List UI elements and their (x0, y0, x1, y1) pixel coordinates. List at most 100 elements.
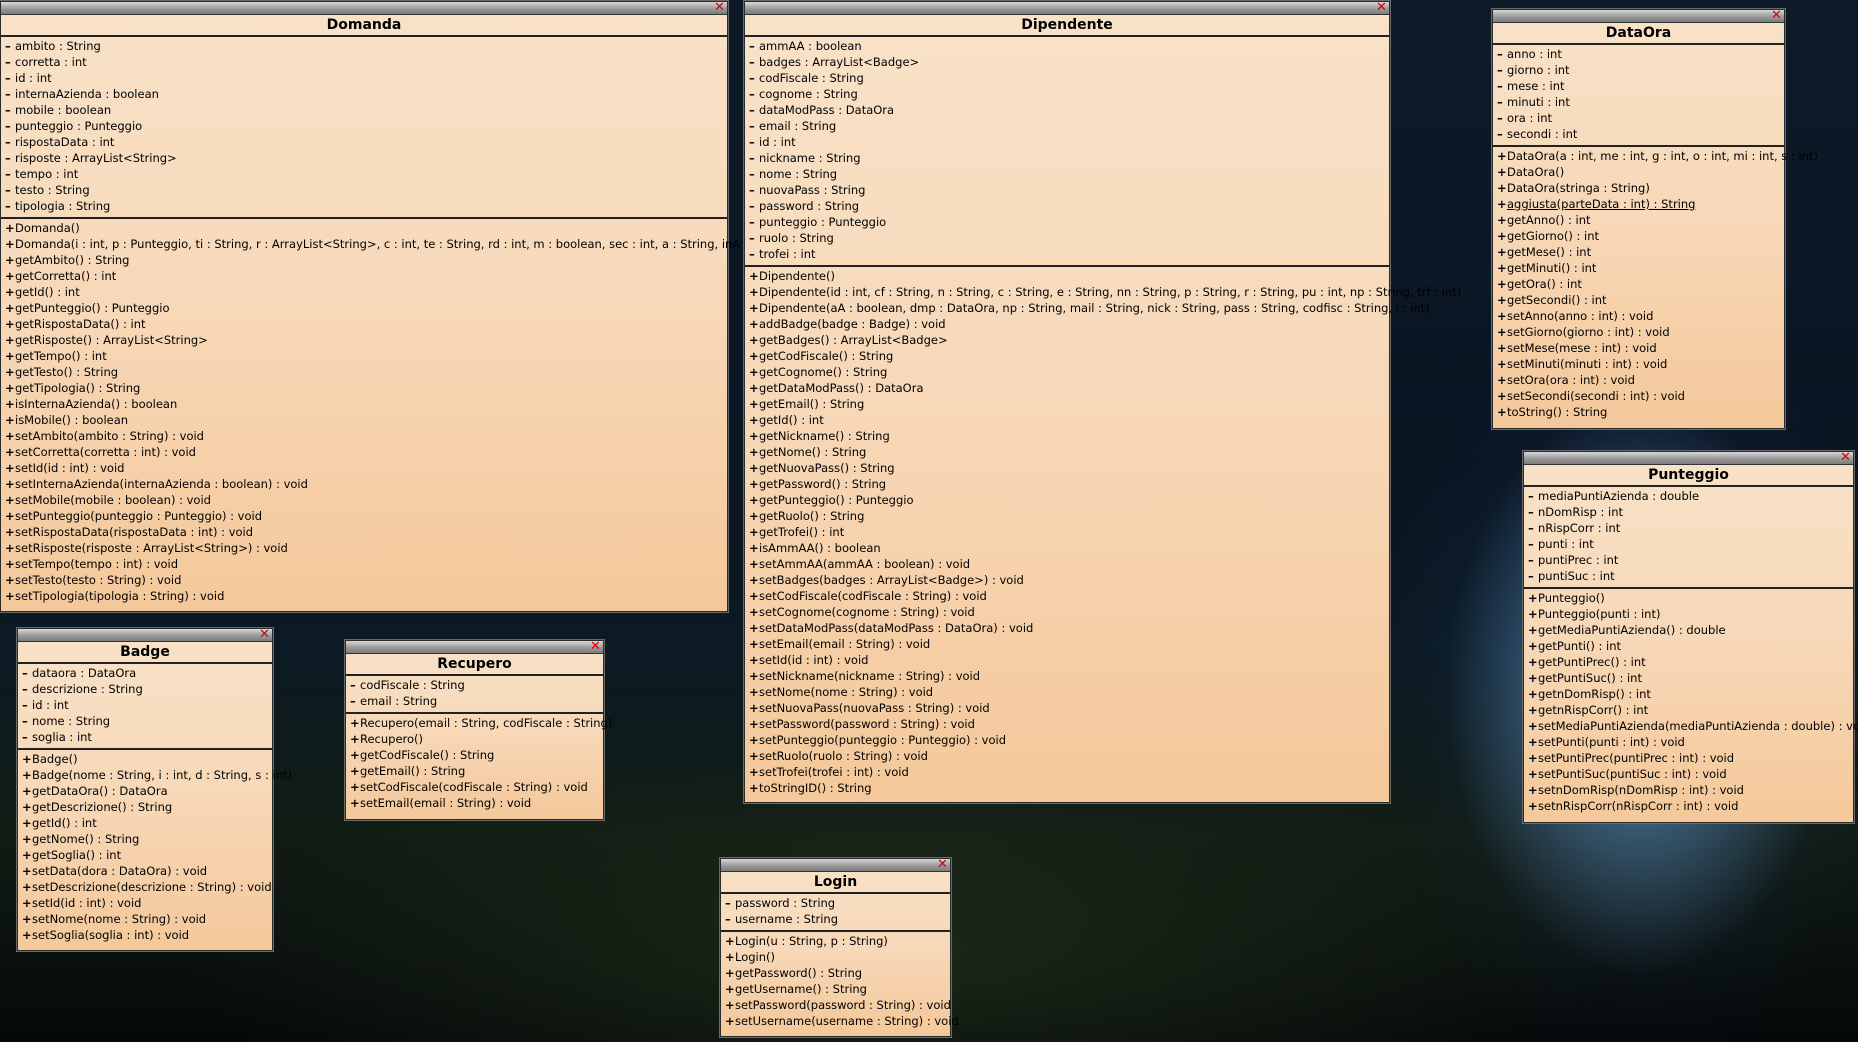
method-row[interactable]: +setPunteggio(punteggio : Punteggio) : v… (745, 732, 1389, 748)
close-icon[interactable]: ✕ (1840, 450, 1851, 465)
attribute-row[interactable]: –risposte : ArrayList<String> (1, 150, 727, 166)
attribute-row[interactable]: –punteggio : Punteggio (745, 214, 1389, 230)
attribute-row[interactable]: –password : String (745, 198, 1389, 214)
method-row[interactable]: +setRispostaData(rispostaData : int) : v… (1, 524, 727, 540)
method-row[interactable]: +setAnno(anno : int) : void (1493, 308, 1784, 324)
method-row[interactable]: +getUsername() : String (721, 981, 950, 997)
method-row[interactable]: +getAmbito() : String (1, 252, 727, 268)
method-row[interactable]: +getNome() : String (745, 444, 1389, 460)
method-row[interactable]: +DataOra(a : int, me : int, g : int, o :… (1493, 148, 1818, 164)
method-row[interactable]: +DataOra(stringa : String) (1493, 180, 1784, 196)
method-row[interactable]: +getDataModPass() : DataOra (745, 380, 1389, 396)
attribute-row[interactable]: –id : int (18, 697, 272, 713)
attribute-row[interactable]: –testo : String (1, 182, 727, 198)
window-titlebar[interactable]: ✕ (1524, 450, 1853, 465)
method-row[interactable]: +setAmmAA(ammAA : boolean) : void (745, 556, 1389, 572)
method-row[interactable]: +setCodFiscale(codFiscale : String) : vo… (346, 779, 603, 795)
method-row[interactable]: +isAmmAA() : boolean (745, 540, 1389, 556)
method-row[interactable]: +setId(id : int) : void (18, 895, 272, 911)
method-row[interactable]: +getDataOra() : DataOra (18, 783, 272, 799)
method-row[interactable]: +setCorretta(corretta : int) : void (1, 444, 727, 460)
attribute-row[interactable]: –nome : String (18, 713, 272, 729)
method-row[interactable]: +Recupero() (346, 731, 603, 747)
method-row[interactable]: +getId() : int (1, 284, 727, 300)
attribute-row[interactable]: –username : String (721, 911, 950, 927)
method-row[interactable]: +getBadges() : ArrayList<Badge> (745, 332, 1389, 348)
method-row[interactable]: +getEmail() : String (346, 763, 603, 779)
method-row[interactable]: +getNuovaPass() : String (745, 460, 1389, 476)
method-row[interactable]: +Login(u : String, p : String) (721, 933, 950, 949)
attribute-row[interactable]: –internaAzienda : boolean (1, 86, 727, 102)
method-row[interactable]: +setData(dora : DataOra) : void (18, 863, 272, 879)
method-row[interactable]: +Login() (721, 949, 950, 965)
attribute-row[interactable]: –dataModPass : DataOra (745, 102, 1389, 118)
class-window-dipendente[interactable]: ✕Dipendente–ammAA : boolean–badges : Arr… (744, 1, 1461, 803)
close-icon[interactable]: ✕ (590, 639, 601, 654)
method-row[interactable]: +Domanda(i : int, p : Punteggio, ti : St… (1, 236, 802, 252)
attribute-row[interactable]: –anno : int (1493, 46, 1784, 62)
method-row[interactable]: +Domanda() (1, 220, 727, 236)
method-row[interactable]: +getSoglia() : int (18, 847, 272, 863)
attribute-row[interactable]: –codFiscale : String (745, 70, 1389, 86)
method-row[interactable]: +setPunti(punti : int) : void (1524, 734, 1853, 750)
method-row[interactable]: +getRisposte() : ArrayList<String> (1, 332, 727, 348)
attribute-row[interactable]: –mese : int (1493, 78, 1784, 94)
method-row[interactable]: +setPassword(password : String) : void (721, 997, 951, 1013)
attribute-row[interactable]: –giorno : int (1493, 62, 1784, 78)
attribute-row[interactable]: –puntiSuc : int (1524, 568, 1853, 584)
method-row[interactable]: +getMese() : int (1493, 244, 1784, 260)
attribute-row[interactable]: –cognome : String (745, 86, 1389, 102)
attribute-row[interactable]: –tempo : int (1, 166, 727, 182)
window-titlebar[interactable]: ✕ (745, 1, 1389, 15)
method-row[interactable]: +getRispostaData() : int (1, 316, 727, 332)
method-row[interactable]: +Recupero(email : String, codFiscale : S… (346, 715, 612, 731)
attribute-row[interactable]: –ambito : String (1, 38, 727, 54)
method-row[interactable]: +setDataModPass(dataModPass : DataOra) :… (745, 620, 1389, 636)
method-row[interactable]: +setTesto(testo : String) : void (1, 572, 727, 588)
attribute-row[interactable]: –id : int (1, 70, 727, 86)
method-row[interactable]: +getPunteggio() : Punteggio (1, 300, 727, 316)
close-icon[interactable]: ✕ (1771, 8, 1782, 23)
method-row[interactable]: +getDescrizione() : String (18, 799, 272, 815)
class-window-recupero[interactable]: ✕Recupero–codFiscale : String–email : St… (345, 639, 612, 820)
method-row[interactable]: +getAnno() : int (1493, 212, 1784, 228)
attribute-row[interactable]: –ruolo : String (745, 230, 1389, 246)
method-row[interactable]: +setCodFiscale(codFiscale : String) : vo… (745, 588, 1389, 604)
window-titlebar[interactable]: ✕ (18, 628, 272, 642)
method-row[interactable]: +toStringID() : String (745, 780, 1389, 796)
attribute-row[interactable]: –email : String (346, 693, 603, 709)
method-row[interactable]: +setEmail(email : String) : void (745, 636, 1389, 652)
method-row[interactable]: +getNome() : String (18, 831, 272, 847)
method-row[interactable]: +getPassword() : String (745, 476, 1389, 492)
method-row[interactable]: +setPunteggio(punteggio : Punteggio) : v… (1, 508, 727, 524)
attribute-row[interactable]: –email : String (745, 118, 1389, 134)
method-row[interactable]: +setNome(nome : String) : void (745, 684, 1389, 700)
method-row[interactable]: +getPunti() : int (1524, 638, 1853, 654)
method-row[interactable]: +setDescrizione(descrizione : String) : … (18, 879, 272, 895)
method-row[interactable]: +getMediaPuntiAzienda() : double (1524, 622, 1853, 638)
method-row[interactable]: +setAmbito(ambito : String) : void (1, 428, 727, 444)
method-row[interactable]: +getTipologia() : String (1, 380, 727, 396)
method-row[interactable]: +setRuolo(ruolo : String) : void (745, 748, 1389, 764)
method-row[interactable]: +getTrofei() : int (745, 524, 1389, 540)
method-row[interactable]: +getPuntiPrec() : int (1524, 654, 1853, 670)
attribute-row[interactable]: –corretta : int (1, 54, 727, 70)
attribute-row[interactable]: –password : String (721, 895, 950, 911)
method-row[interactable]: +getRuolo() : String (745, 508, 1389, 524)
method-row[interactable]: +Dipendente() (745, 268, 1389, 284)
window-titlebar[interactable]: ✕ (1493, 8, 1784, 23)
method-row[interactable]: +setNickname(nickname : String) : void (745, 668, 1389, 684)
attribute-row[interactable]: –rispostaData : int (1, 134, 727, 150)
method-row[interactable]: +setEmail(email : String) : void (346, 795, 603, 811)
attribute-row[interactable]: –trofei : int (745, 246, 1389, 262)
attribute-row[interactable]: –punteggio : Punteggio (1, 118, 727, 134)
attribute-row[interactable]: –nome : String (745, 166, 1389, 182)
method-row[interactable]: +aggiusta(parteData : int) : String (1493, 196, 1784, 212)
method-row[interactable]: +getPassword() : String (721, 965, 950, 981)
method-row[interactable]: +setId(id : int) : void (745, 652, 1389, 668)
attribute-row[interactable]: –secondi : int (1493, 126, 1784, 142)
window-titlebar[interactable]: ✕ (1, 1, 727, 15)
attribute-row[interactable]: –tipologia : String (1, 198, 727, 214)
method-row[interactable]: +setOra(ora : int) : void (1493, 372, 1784, 388)
attribute-row[interactable]: –punti : int (1524, 536, 1853, 552)
